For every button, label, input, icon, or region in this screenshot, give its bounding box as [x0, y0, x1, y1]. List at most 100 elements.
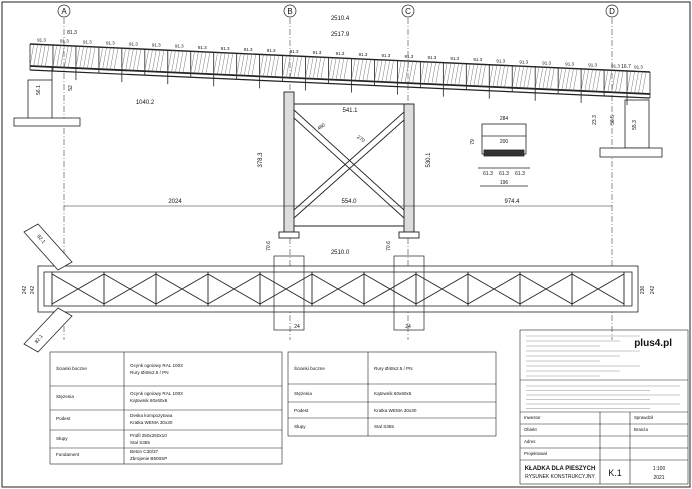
railing-infill	[133, 48, 138, 71]
left-footing	[13, 117, 81, 127]
railing-infill	[515, 66, 521, 88]
railing-infill	[110, 47, 115, 70]
railing-infill	[201, 51, 207, 74]
railing-infill	[293, 56, 299, 78]
railing-infill	[309, 56, 314, 79]
railing-infill	[152, 49, 157, 72]
panel-length: 91.3	[129, 42, 138, 47]
column-dim-top: 70.6	[386, 241, 392, 251]
plan-brace	[51, 273, 105, 305]
tower-base-right	[398, 231, 420, 239]
tower-height-right: 530.1	[426, 152, 432, 168]
company-logo: plus4.pl	[634, 338, 672, 349]
railing-infill	[423, 61, 429, 84]
axis-label: A	[61, 7, 67, 16]
project-subtitle: RYSUNEK KONSTRUKCYJNY	[525, 474, 595, 480]
title-block	[519, 329, 689, 485]
tower-height-left: 378.3	[258, 152, 264, 168]
legend-label: Ścianki boczne	[294, 364, 325, 371]
plan-width-dim: 242	[22, 286, 28, 295]
railing-infill	[171, 50, 176, 73]
legend-value: Kratka WEMA 30x30	[130, 420, 173, 425]
railing-infill	[29, 44, 35, 67]
railing-infill	[377, 59, 383, 82]
railing-infill	[236, 53, 241, 76]
railing-infill	[523, 66, 528, 89]
panel-length: 91.3	[106, 41, 115, 46]
title-field: Adres	[524, 439, 536, 444]
span-right: 974.4	[504, 199, 520, 205]
railing-infill	[339, 58, 345, 81]
left-dim-small: 52	[68, 85, 74, 91]
railing-infill	[358, 59, 364, 81]
title-field: Projektował	[524, 451, 547, 456]
railing-infill	[205, 52, 211, 74]
railing-infill	[634, 71, 639, 94]
ramp-dim: 82.1	[35, 234, 46, 245]
plan-brace	[103, 273, 157, 305]
overall-length: 2510.4	[331, 16, 350, 22]
panel-length: 91.3	[83, 40, 92, 45]
panel-length: 91.3	[427, 55, 436, 60]
railing-infill	[144, 49, 149, 72]
title-block-fields: InwestorObiektAdresProjektowałSprawdziłB…	[524, 415, 653, 456]
railing-infill	[178, 50, 184, 73]
railing-infill	[408, 61, 413, 84]
section-inner-width: 200	[500, 139, 509, 145]
column-dim-top: 70.6	[266, 241, 272, 251]
railing-infill	[427, 62, 433, 85]
panel-length: 91.3	[450, 56, 459, 61]
railing-infill	[374, 59, 379, 82]
railing-infill	[477, 64, 482, 87]
railing-infill	[320, 57, 325, 80]
tower-brace	[293, 109, 405, 211]
railing-infill	[580, 69, 586, 91]
railing-infill	[251, 54, 256, 77]
legend-label: Słupy	[56, 436, 68, 441]
plan-bracing	[51, 272, 625, 306]
plan-width-dim: 242	[650, 286, 656, 295]
drawing-date: 2021	[653, 475, 664, 481]
plan-brace	[467, 273, 521, 305]
railing-infill	[630, 71, 635, 94]
panel-length: 91.3	[496, 58, 505, 63]
legend-value: Ocynk ogniowy RAL 1003	[130, 363, 183, 368]
plan-brace	[363, 273, 417, 305]
railing-infill	[638, 71, 643, 94]
railing-infill	[603, 70, 609, 92]
railing-infill	[259, 54, 264, 77]
left-abutment	[27, 79, 53, 123]
plan-brace	[519, 273, 573, 305]
axis-bubble	[283, 4, 297, 18]
span-mid: 554.0	[341, 199, 357, 205]
legend-label: Słupy	[294, 424, 306, 429]
railing-infill	[121, 48, 126, 71]
railing-infill	[355, 58, 360, 81]
legend-table-left	[49, 351, 283, 465]
plan-brace	[155, 273, 209, 305]
ramp-dim: 82.1	[34, 334, 45, 345]
railing-infill	[550, 67, 555, 90]
railing-infill	[492, 65, 498, 87]
railing-infill	[500, 65, 505, 88]
railing-infill	[435, 62, 440, 85]
project-title: KŁADKA DLA PIESZYCH	[525, 466, 596, 472]
railing-infill	[588, 69, 593, 92]
railing-infill	[469, 64, 475, 86]
railing-infill	[247, 53, 253, 76]
railing-infill	[190, 51, 195, 74]
axis-label: D	[609, 7, 615, 16]
panel-length: 91.3	[60, 39, 69, 44]
legend-value: Rury Ø48x2.5 / PN	[130, 370, 169, 375]
railing-infill	[332, 57, 337, 80]
tower-brace	[293, 117, 405, 219]
panel-length: 91.3	[336, 51, 345, 56]
railing-infill	[546, 67, 551, 90]
diag-dim: 270	[355, 134, 365, 144]
railing-infill	[60, 45, 65, 68]
panel-length: 91.3	[588, 62, 597, 67]
railing-infill	[351, 58, 356, 81]
